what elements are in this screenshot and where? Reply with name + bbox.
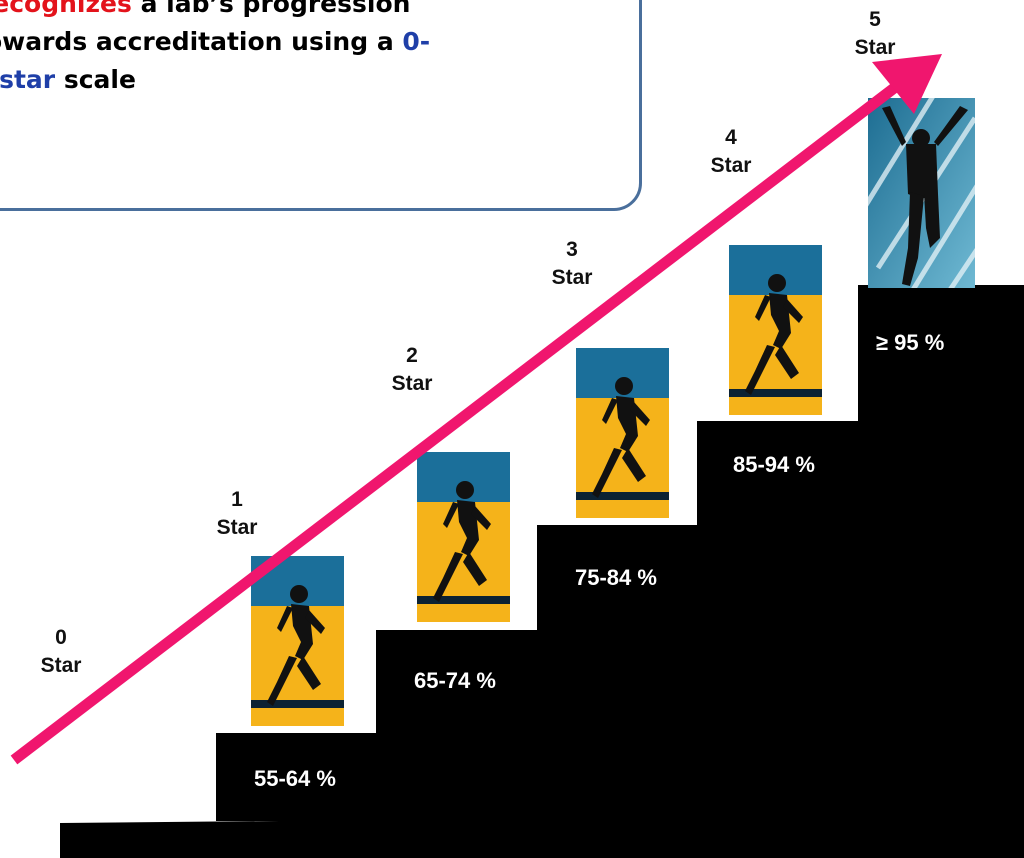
star-level-3: 3 Star <box>532 236 612 292</box>
callout-text-part2: towards accreditation using a <box>0 27 403 56</box>
step-2 <box>376 630 542 821</box>
runner-icon <box>251 556 344 726</box>
star-level-2: 2 Star <box>372 342 452 398</box>
runner-icon <box>729 245 822 415</box>
callout-box: Recognizes a lab’s progression towards a… <box>0 0 642 211</box>
range-label-4: 85-94 % <box>733 452 815 477</box>
star-count: 0 <box>55 626 67 649</box>
step-1 <box>216 733 382 821</box>
star-word: Star <box>216 516 258 539</box>
star-count: 2 <box>406 344 418 367</box>
range-label-3: 75-84 % <box>575 565 657 590</box>
star-word: Star <box>854 36 896 59</box>
star-level-5: 5 Star <box>835 6 915 62</box>
range-label-2: 65-74 % <box>414 668 496 693</box>
callout-highlight-blue-2: 5 star <box>0 65 56 94</box>
star-word: Star <box>40 654 82 677</box>
star-count: 3 <box>566 238 578 261</box>
step-5 <box>858 285 1024 821</box>
callout-text-part1: a lab’s progression <box>131 0 411 18</box>
star-word: Star <box>710 154 752 177</box>
winner-icon <box>868 98 975 288</box>
star-level-4: 4 Star <box>691 124 771 180</box>
star-word: Star <box>391 372 433 395</box>
callout-text: Recognizes a lab’s progression towards a… <box>0 0 593 99</box>
star-count: 5 <box>869 8 881 31</box>
range-label-5: ≥ 95 % <box>876 330 945 355</box>
runner-icon <box>417 452 510 622</box>
star-count: 4 <box>725 126 737 149</box>
callout-highlight-red: Recognizes <box>0 0 132 18</box>
star-word: Star <box>551 266 593 289</box>
star-level-1: 1 Star <box>197 486 277 542</box>
step-3 <box>537 525 703 821</box>
runner-icon <box>576 348 669 518</box>
step-4 <box>697 421 863 821</box>
star-level-0: 0 Star <box>21 624 101 680</box>
callout-highlight-blue-1: 0- <box>402 27 431 56</box>
range-label-1: 55-64 % <box>254 766 336 791</box>
star-count: 1 <box>231 488 243 511</box>
callout-text-part3: scale <box>55 65 136 94</box>
